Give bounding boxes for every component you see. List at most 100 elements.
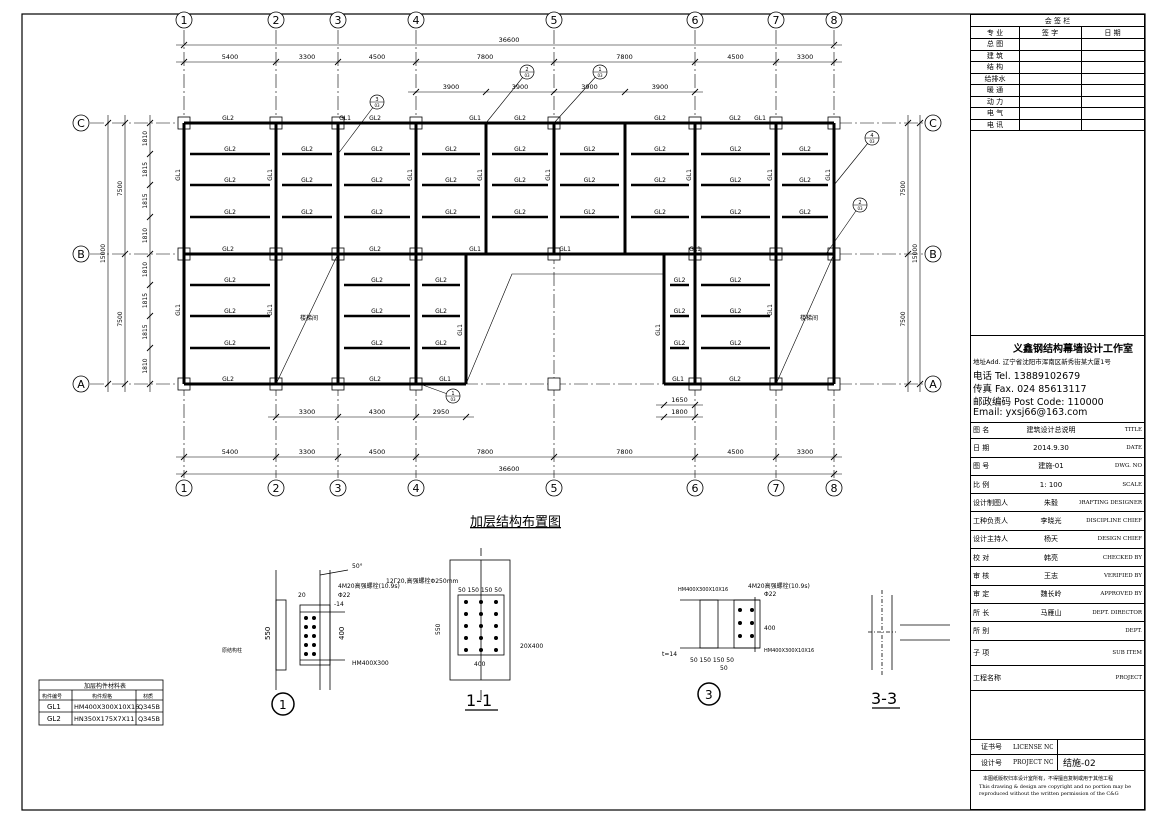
info-label-en: TITLE [1124, 426, 1142, 433]
schedule-header-mat: 材质 [143, 693, 153, 700]
sheet-frame [21, 13, 1146, 811]
info-label: 日 期 [973, 443, 990, 452]
bolt [738, 621, 743, 626]
bottom-sub-dim3-text: 1800 [671, 408, 688, 416]
beam-label-gl1: GL1 [686, 169, 693, 181]
bolt [311, 634, 316, 639]
project-en: PROJECT NO. [1013, 759, 1053, 766]
callout-leader [485, 71, 528, 124]
info-label: 所 别 [973, 626, 990, 635]
beam-label-gl2: GL2 [369, 376, 381, 383]
grid-bubble [686, 479, 704, 497]
bolt [478, 624, 483, 629]
bottom-dim-text: 3300 [797, 448, 814, 456]
beam-label-gl2: GL2 [445, 209, 457, 216]
info-value: 李晓光 [1040, 517, 1062, 526]
callout-leader [553, 71, 601, 124]
leader-line [275, 253, 339, 385]
grid-label-1: 1 [181, 14, 188, 27]
left-dim-tick [146, 181, 154, 189]
info-label-en: APPROVED BY [1100, 591, 1142, 598]
detail-1-1-note-spacing: 50 150 150 50 [458, 587, 502, 594]
grid-bubble [175, 11, 193, 29]
beam-label-gl1: GL1 [672, 376, 684, 383]
sub-dim-tick [412, 88, 420, 96]
detail-3-note-dia: Φ22 [764, 591, 777, 598]
sub-dim-tick [482, 88, 490, 96]
info-value: 韩亮 [1044, 553, 1058, 562]
info-value: 魏长岭 [1040, 590, 1062, 599]
beam-label-gl1: GL1 [825, 169, 832, 181]
sign-header-row: 会 签 栏 [971, 15, 1144, 27]
detail-1-note-section: HM400X300 [352, 660, 389, 667]
bolt [303, 652, 308, 657]
info-value: 2014.9.30 [1033, 443, 1069, 452]
callout-number: 3 [375, 97, 378, 103]
grid-label-6: 6 [692, 482, 699, 495]
beam-label-gl2: GL2 [222, 376, 234, 383]
project-cn: 设计号 [981, 758, 1002, 767]
top-dim-text: 7800 [616, 53, 633, 61]
top-dim-tick [272, 58, 280, 66]
plan-title: 加层结构布置图 [470, 515, 561, 530]
grid-label-2: 2 [273, 14, 280, 27]
total-dim-bottom-text: 36600 [499, 465, 520, 473]
bolt [493, 624, 498, 629]
detail-1-note-angle: 50° [352, 563, 363, 570]
grid-bubble [924, 245, 942, 263]
detail-3-note-sec1: HM400X300X10X16 [678, 587, 728, 593]
detail-1-1 [449, 548, 511, 711]
beam-label-gl2: GL2 [514, 177, 526, 184]
beam-label-gl2: GL2 [730, 277, 742, 284]
bolt [303, 616, 308, 621]
detail-1-1-label: 1-1 [466, 691, 492, 710]
detail-3-note-400: 400 [764, 625, 776, 632]
bolt [303, 634, 308, 639]
top-dim-text: 4500 [727, 53, 744, 61]
left-dim-tick [146, 380, 154, 388]
grid-bubble [767, 479, 785, 497]
grid-bubble [545, 479, 563, 497]
detail-1-1-note-400: 400 [474, 661, 486, 668]
grid-label-8: 8 [831, 14, 838, 27]
top-dim-text: 3300 [299, 53, 316, 61]
project-no-row: 设计号 PROJECT NO. 结施-02 [971, 755, 1144, 771]
info-label: 子 项 [973, 648, 990, 657]
info-value: 1: 100 [1039, 480, 1063, 489]
grid-label-A: A [929, 378, 937, 391]
studio-address: 地址Add. 辽宁省沈阳市浑南区新秀街某大厦1号 [973, 358, 1111, 366]
info-label-en: DEPT. DIRECTOR [1092, 609, 1142, 616]
beam-label-gl2: GL2 [584, 146, 596, 153]
beam-label-gl2: GL2 [584, 209, 596, 216]
bolt [463, 636, 468, 641]
bottom-dim-tick [830, 453, 838, 461]
info-label-en: PROJECT [1115, 674, 1142, 681]
callout-sheet: 03 [450, 397, 456, 402]
beam-label-gl2: GL2 [371, 177, 383, 184]
beam-label-gl2: GL2 [514, 209, 526, 216]
info-label: 审 核 [973, 572, 990, 581]
bottom-sub-dim-text: 2950 [433, 408, 450, 416]
left-total-dim-tick [104, 119, 112, 127]
sign-row-label: 动 力 [986, 97, 1004, 106]
license-cn: 证书号 [981, 743, 1002, 751]
beam-label-gl2: GL2 [654, 209, 666, 216]
beam-label-gl1: GL1 [175, 304, 182, 316]
beam-label-gl2: GL2 [222, 115, 234, 122]
info-value [1023, 622, 1079, 639]
right-big-dim-text: 7500 [900, 311, 907, 326]
info-value: 杨天 [1044, 535, 1058, 544]
leader-line [465, 273, 664, 385]
bolt [303, 625, 308, 630]
info-label: 比 例 [973, 480, 990, 489]
left-dim-text: 1810 [142, 131, 149, 146]
studio-post: 邮政编码 Post Code: 110000 [973, 397, 1104, 408]
detail-3 [680, 597, 761, 706]
right-total-dim-text: 15000 [912, 244, 919, 263]
bolt [738, 608, 743, 613]
sign-header: 会 签 栏 [1044, 16, 1071, 25]
